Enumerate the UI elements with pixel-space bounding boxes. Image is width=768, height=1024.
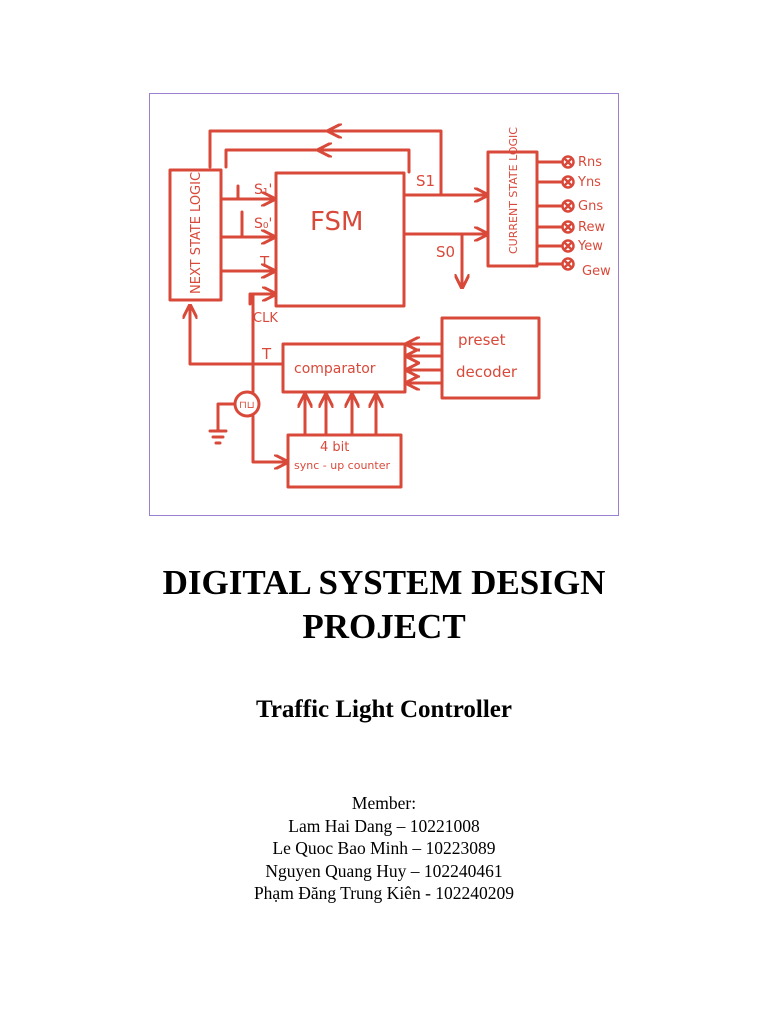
- current-state-logic-label: CURRENT STATE LOGIC: [507, 127, 520, 254]
- output-gns: Gns: [578, 199, 603, 214]
- counter-bits-label: 4 bit: [320, 440, 349, 455]
- member-item: Le Quoc Bao Minh – 10223089: [272, 838, 496, 858]
- next-state-logic-label: NEXT STATE LOGIC: [189, 172, 204, 294]
- block-diagram-figure: NEXT STATE LOGIC FSM S₁' S₀' T CLK S1 S0…: [149, 93, 619, 516]
- member-item: Nguyen Quang Huy – 102240461: [265, 860, 503, 881]
- s0-prime-label: S₀': [254, 216, 272, 232]
- lamp-gew-icon: [561, 257, 575, 271]
- document-title-line-2: PROJECT: [302, 607, 466, 646]
- counter-type-label: sync - up counter: [294, 459, 390, 472]
- output-rns: Rns: [578, 155, 602, 170]
- s0-output-label: S0: [436, 243, 455, 261]
- traffic-controller-block-diagram: NEXT STATE LOGIC FSM S₁' S₀' T CLK S1 S0…: [168, 94, 611, 489]
- document-subtitle: Traffic Light Controller: [256, 696, 512, 723]
- member-item: Lam Hai Dang – 10221008: [288, 815, 480, 836]
- comparator-label: comparator: [294, 361, 376, 377]
- members-block: Member: Lam Hai Dang – 10221008 Le Quoc …: [0, 792, 768, 905]
- output-yew: Yew: [577, 239, 603, 254]
- lamp-yns-icon: [561, 175, 575, 189]
- t-input-label: T: [259, 253, 270, 271]
- inner-feedback-wire: [224, 148, 411, 174]
- t-comparator-label: T: [261, 345, 272, 363]
- members-heading: Member:: [351, 793, 417, 813]
- fsm-box: [274, 171, 406, 308]
- output-rew: Rew: [578, 220, 605, 235]
- lamp-gns-icon: [561, 199, 575, 213]
- s1-prime-label: S₁': [254, 182, 272, 198]
- output-yns: Yns: [577, 175, 601, 190]
- lamp-rns-icon: [561, 155, 575, 169]
- lamp-rew-icon: [561, 220, 575, 234]
- decoder-label: decoder: [456, 363, 518, 381]
- member-item: Phạm Đăng Trung Kiên - 102240209: [253, 883, 515, 903]
- outer-feedback-wire: [208, 129, 443, 197]
- preset-label: preset: [458, 331, 506, 349]
- document-title-line-1: DIGITAL SYSTEM DESIGN: [162, 563, 606, 602]
- fsm-label: FSM: [310, 207, 363, 237]
- next-state-logic-box: [168, 168, 223, 302]
- clock-symbol: ⊓⊔: [239, 400, 255, 411]
- output-gew: Gew: [582, 264, 611, 279]
- clk-label: CLK: [253, 311, 278, 326]
- s1-output-label: S1: [416, 172, 435, 190]
- preset-decoder-box: [440, 316, 541, 400]
- current-state-logic-box: [486, 150, 539, 268]
- lamp-yew-icon: [561, 239, 575, 253]
